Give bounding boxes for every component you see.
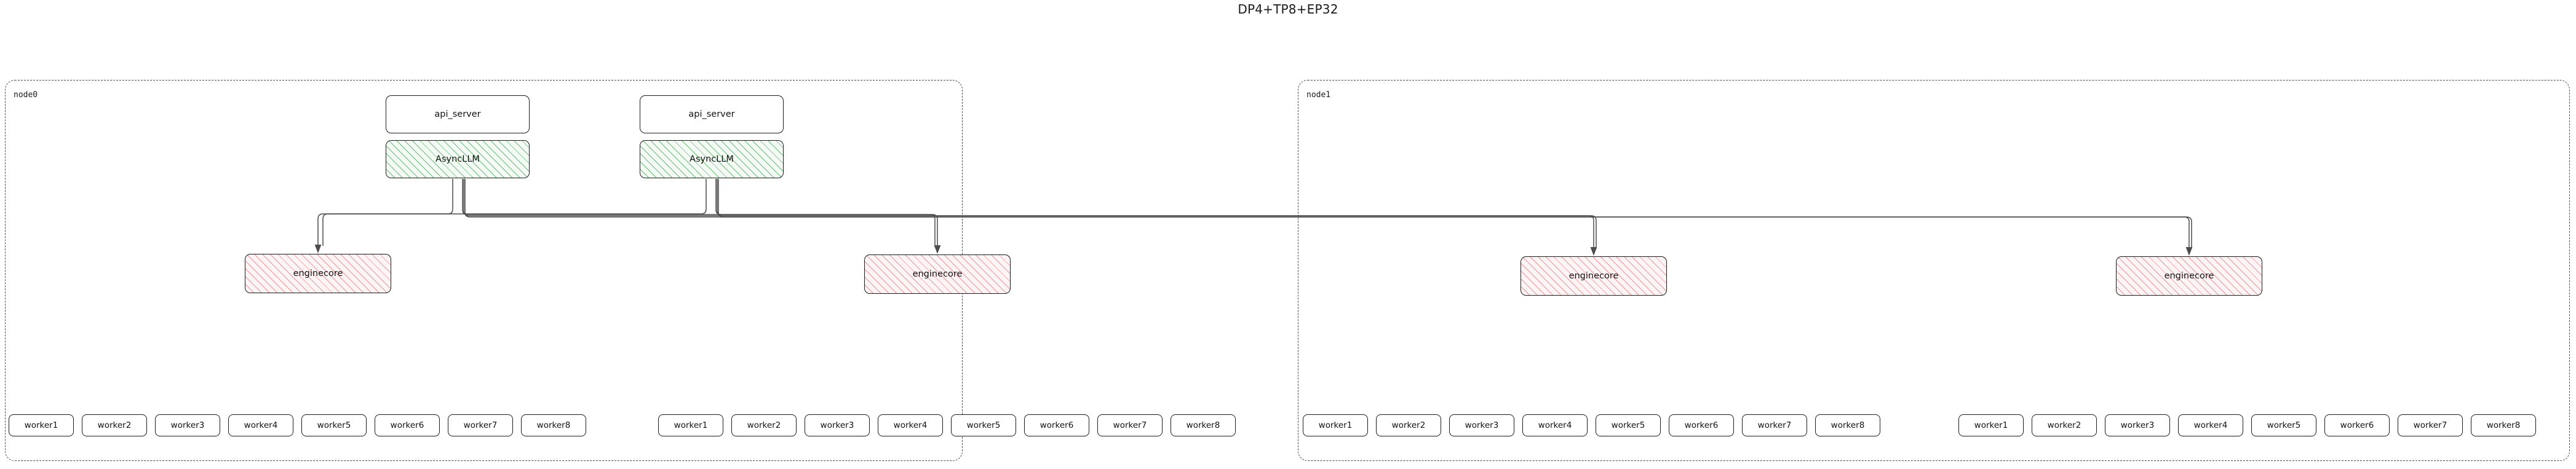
worker-box-node0-wg0-2[interactable]: worker2	[82, 414, 147, 436]
worker-box-node0-wg1-8[interactable]: worker8	[1171, 414, 1236, 436]
cluster-label-node1: node1	[1306, 90, 1331, 100]
worker-box-node1-wg1-6[interactable]: worker6	[2324, 414, 2390, 436]
worker-box-node1-wg1-8[interactable]: worker8	[2471, 414, 2536, 436]
worker-box-node0-wg1-3[interactable]: worker3	[805, 414, 870, 436]
edge-async1-to-engine1	[715, 179, 936, 246]
worker-box-node0-wg0-6[interactable]: worker6	[375, 414, 440, 436]
worker-box-node1-wg0-5[interactable]: worker5	[1596, 414, 1661, 436]
worker-box-node1-wg0-1[interactable]: worker1	[1303, 414, 1368, 436]
arrowhead	[934, 245, 941, 254]
enginecore-box-node1-1[interactable]: enginecore	[2116, 256, 2262, 296]
worker-box-node1-wg1-4[interactable]: worker4	[2178, 414, 2243, 436]
edge-async0-to-node1-engine1	[464, 179, 2190, 248]
edge-async1-to-node1-engine0	[717, 179, 1597, 248]
worker-box-node1-wg1-1[interactable]: worker1	[1958, 414, 2024, 436]
edge-async1-to-node1-engine1	[718, 179, 2192, 248]
worker-box-node0-wg0-1[interactable]: worker1	[9, 414, 74, 436]
worker-box-node0-wg0-4[interactable]: worker4	[228, 414, 293, 436]
worker-box-node0-wg1-4[interactable]: worker4	[878, 414, 943, 436]
worker-box-node1-wg0-4[interactable]: worker4	[1522, 414, 1588, 436]
worker-box-node0-wg0-5[interactable]: worker5	[301, 414, 367, 436]
worker-box-node0-wg1-5[interactable]: worker5	[951, 414, 1016, 436]
edge-async0-to-engine0	[317, 179, 453, 246]
worker-box-node1-wg0-8[interactable]: worker8	[1815, 414, 1880, 436]
enginecore-box-node0-1[interactable]: enginecore	[864, 254, 1011, 294]
arrowhead	[314, 245, 322, 253]
worker-box-node0-wg0-8[interactable]: worker8	[521, 414, 586, 436]
async-llm-box-node0-0[interactable]: AsyncLLM	[386, 140, 530, 178]
worker-box-node0-wg1-1[interactable]: worker1	[658, 414, 723, 436]
async-llm-box-node0-1[interactable]: AsyncLLM	[640, 140, 784, 178]
worker-box-node1-wg0-6[interactable]: worker6	[1669, 414, 1734, 436]
edge-async1-to-engine0	[322, 179, 707, 246]
arrowhead	[1590, 247, 1597, 256]
worker-box-node1-wg1-2[interactable]: worker2	[2032, 414, 2097, 436]
worker-box-node1-wg1-3[interactable]: worker3	[2105, 414, 2170, 436]
cluster-label-node0: node0	[14, 90, 38, 100]
worker-box-node1-wg0-7[interactable]: worker7	[1742, 414, 1807, 436]
worker-box-node0-wg1-2[interactable]: worker2	[731, 414, 797, 436]
worker-box-node1-wg0-3[interactable]: worker3	[1449, 414, 1514, 436]
cluster-node1	[1298, 80, 2570, 461]
arrowhead	[2185, 247, 2193, 256]
worker-box-node1-wg0-2[interactable]: worker2	[1376, 414, 1441, 436]
worker-box-node0-wg1-6[interactable]: worker6	[1024, 414, 1089, 436]
worker-box-node1-wg1-7[interactable]: worker7	[2398, 414, 2463, 436]
edge-async0-to-engine1	[462, 179, 938, 246]
worker-box-node0-wg0-3[interactable]: worker3	[155, 414, 220, 436]
worker-box-node0-wg0-7[interactable]: worker7	[448, 414, 513, 436]
worker-box-node1-wg1-5[interactable]: worker5	[2251, 414, 2316, 436]
api-server-box-node0-0[interactable]: api_server	[386, 95, 530, 133]
worker-box-node0-wg1-7[interactable]: worker7	[1097, 414, 1163, 436]
enginecore-box-node1-0[interactable]: enginecore	[1521, 256, 1667, 296]
enginecore-box-node0-0[interactable]: enginecore	[245, 254, 391, 293]
page-title: DP4+TP8+EP32	[1238, 2, 1338, 17]
api-server-box-node0-1[interactable]: api_server	[640, 95, 784, 133]
